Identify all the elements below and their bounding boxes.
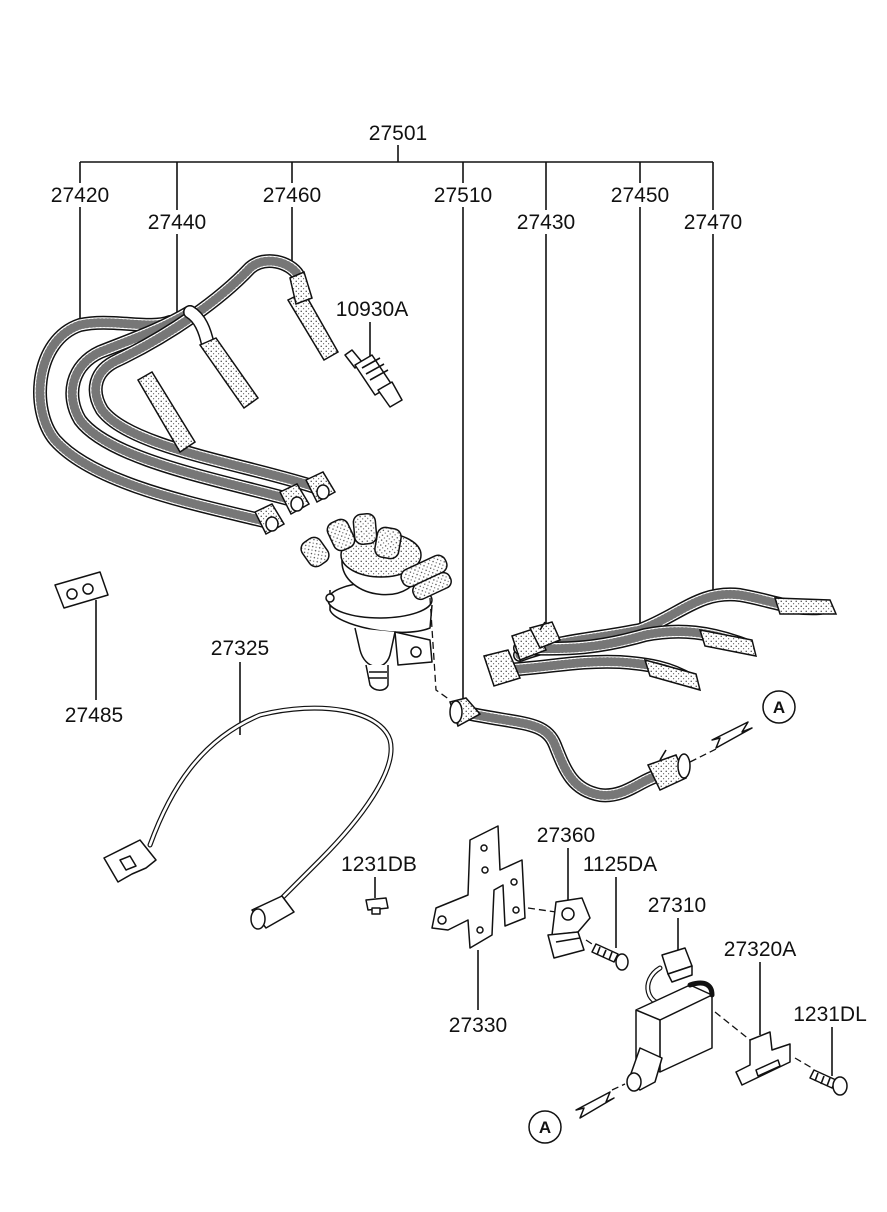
- label-coil-bracket: 27320A: [724, 938, 796, 961]
- label-bracket: 27330: [449, 1014, 507, 1037]
- assembly-leader-tree: [79, 145, 714, 700]
- spark-plug-wire-set-upper: [33, 254, 340, 536]
- label-clip: 27485: [65, 704, 123, 727]
- label-27460: 27460: [263, 184, 321, 207]
- reference-marker-a-lower: A: [528, 1110, 562, 1144]
- svg-text:A: A: [773, 698, 785, 717]
- coil-bracket: [735, 962, 813, 1086]
- wire-clip: [54, 571, 109, 700]
- spark-plug-wire-set-lower: [483, 587, 838, 692]
- label-assembly: 27501: [369, 122, 427, 145]
- ignition-coil: [575, 980, 751, 1119]
- sensor-bolt: [365, 877, 389, 915]
- label-spark-plug: 10930A: [336, 298, 408, 321]
- label-27420: 27420: [51, 184, 109, 207]
- label-27470: 27470: [684, 211, 742, 234]
- label-27450: 27450: [611, 184, 669, 207]
- label-27440: 27440: [148, 211, 206, 234]
- label-27510: 27510: [434, 184, 492, 207]
- spark-plug: [344, 322, 403, 408]
- crank-sensor: [527, 848, 591, 959]
- label-bolt-1231dl: 1231DL: [793, 1003, 867, 1026]
- label-screw: 1125DA: [583, 853, 657, 876]
- sensor-screw: [585, 877, 629, 971]
- mounting-bracket: [431, 825, 526, 1010]
- label-sensor-cable: 27325: [211, 637, 269, 660]
- label-27430: 27430: [517, 211, 575, 234]
- coil-wire: [429, 597, 753, 803]
- sensor-cable: [103, 662, 394, 930]
- coil-bolt: [809, 1027, 848, 1096]
- reference-marker-a-upper: A: [762, 690, 796, 724]
- label-sensor: 27360: [537, 824, 595, 847]
- label-coil-connector: 27310: [648, 894, 706, 917]
- label-bolt-1231db: 1231DB: [341, 853, 417, 876]
- svg-text:A: A: [539, 1118, 551, 1137]
- distributor: [300, 513, 452, 691]
